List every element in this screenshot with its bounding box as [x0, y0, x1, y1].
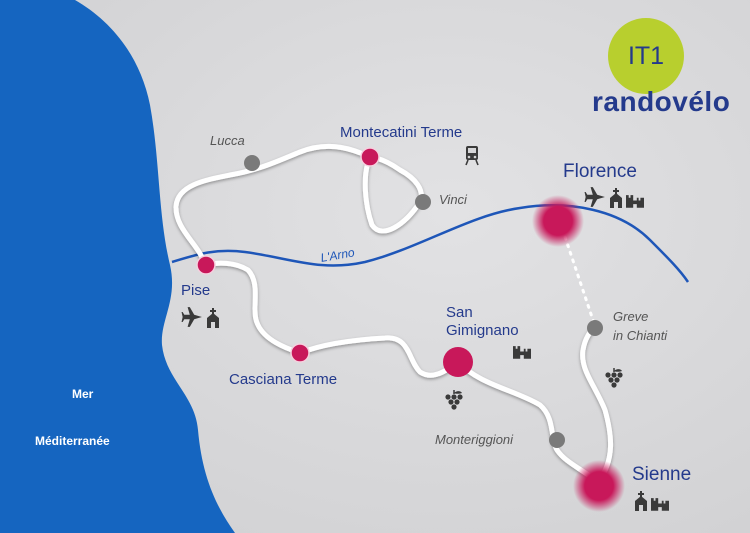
label-pise: Pise: [181, 282, 211, 299]
castle-icon: [651, 496, 669, 511]
route-greve-sienne: [580, 323, 614, 485]
train-icon: [465, 146, 479, 166]
castle-icon: [626, 193, 644, 208]
icons-florence: [584, 186, 644, 208]
waypoint-lucca: [244, 155, 260, 171]
route-lines: [173, 143, 614, 485]
grapes-icon: [444, 390, 464, 412]
icons-pise: [181, 306, 220, 328]
grapes-icon: [604, 368, 624, 390]
label-sienne: Sienne: [632, 464, 692, 485]
route-gimignano-sienne: [455, 359, 601, 485]
stage-montecatini: [360, 147, 380, 167]
route-code: IT1: [627, 41, 665, 70]
church-icon: [634, 491, 648, 511]
stage-pise: [196, 255, 216, 275]
label-greve-line2: in Chianti: [613, 328, 668, 343]
stage-sienne: [573, 460, 625, 512]
route-lucca-montecatini: [173, 143, 373, 268]
arno-river: [171, 204, 690, 283]
label-lucca: Lucca: [210, 133, 245, 148]
label-vinci: Vinci: [439, 192, 467, 207]
sea-area: [0, 0, 235, 533]
sea-label-line1: Mer: [72, 387, 94, 401]
route-pise-casciana: [202, 260, 303, 356]
waypoint-monteriggioni: [549, 432, 565, 448]
icons-montecatini: [465, 146, 479, 166]
icons-sienne: [634, 491, 669, 511]
castle-icon: [513, 344, 531, 359]
church-icon: [206, 308, 220, 328]
label-greve-line1: Greve: [613, 309, 649, 324]
route-montecatini-loop: [362, 154, 424, 234]
route-code-badge: IT1: [608, 18, 684, 94]
brand-name: randovélo: [592, 86, 731, 117]
label-montecatini: Montecatini Terme: [340, 124, 463, 141]
label-monteriggioni: Monteriggioni: [435, 432, 514, 447]
airplane-icon: [181, 306, 203, 328]
label-casciana: Casciana Terme: [229, 371, 338, 388]
icons-greve: [604, 368, 624, 390]
route-casciana-gimignano: [297, 335, 461, 378]
icons-san-gimignano: [513, 344, 531, 359]
stage-casciana: [290, 343, 310, 363]
icons-san-gimignano-wine: [444, 390, 464, 412]
stage-florence: [532, 195, 584, 247]
stage-san-gimignano: [443, 347, 473, 377]
sea-label-line2: Méditerranée: [35, 434, 110, 448]
label-san-gimignano-line2: Gimignano: [446, 322, 519, 339]
label-florence: Florence: [563, 161, 637, 182]
waypoint-vinci: [415, 194, 431, 210]
waypoint-greve: [587, 320, 603, 336]
label-san-gimignano-line1: San: [446, 304, 473, 321]
airplane-icon: [584, 186, 606, 208]
church-icon: [609, 188, 623, 208]
